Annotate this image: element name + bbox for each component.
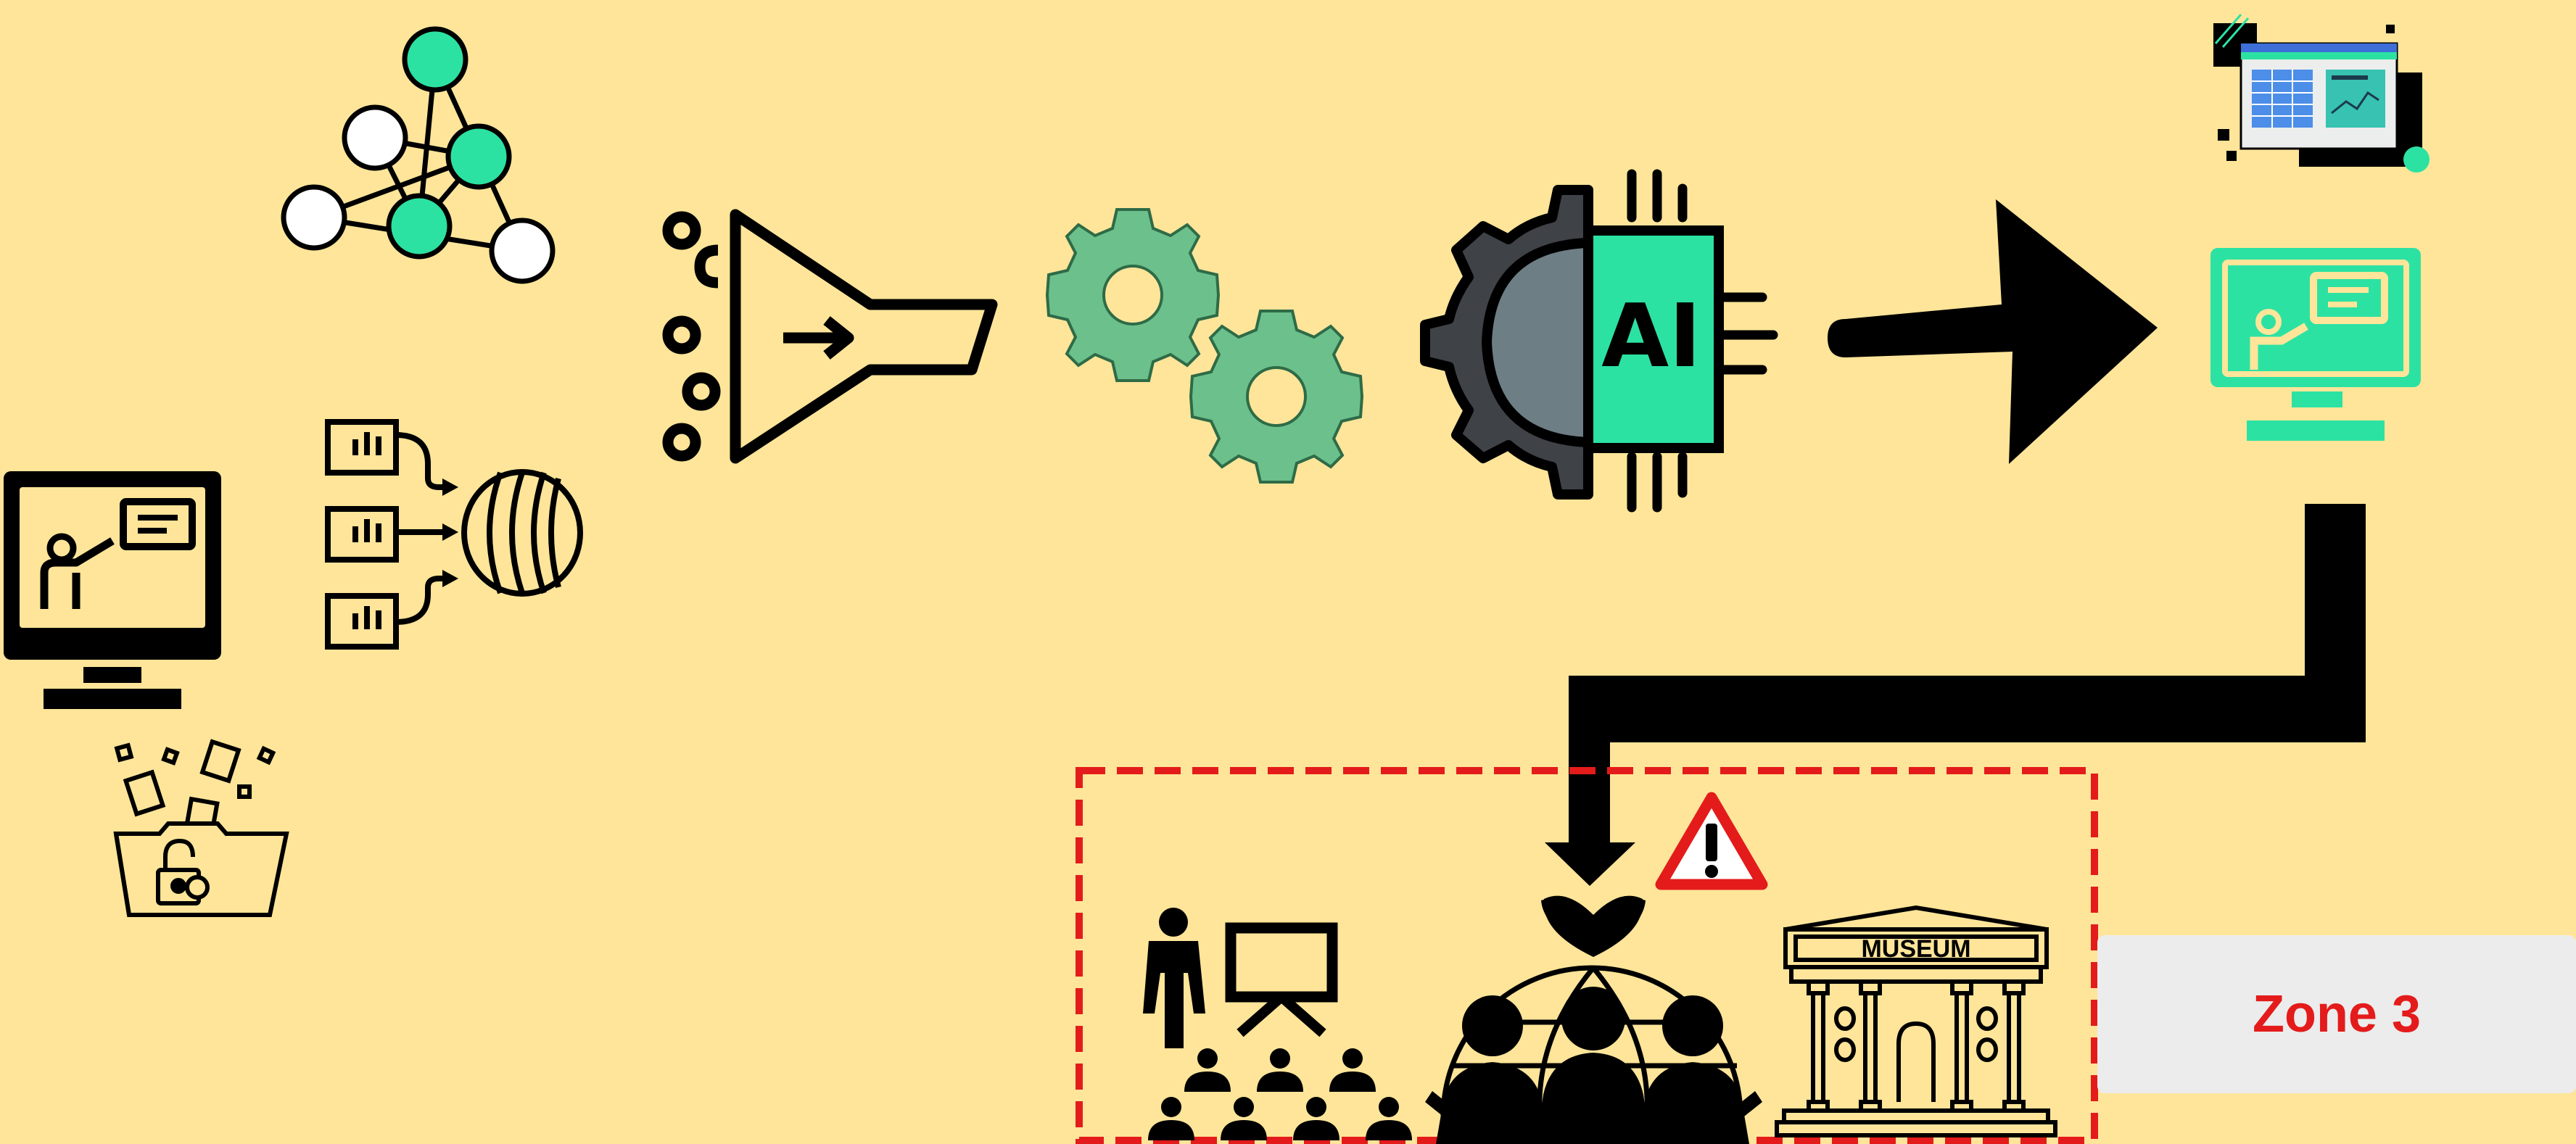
zone-3-label: Zone 3	[2253, 985, 2421, 1044]
audience-presentation-icon	[1143, 908, 1412, 1140]
ai-chip-label: AI	[1601, 286, 1701, 387]
warning-icon	[1661, 797, 1762, 884]
documents-to-database-icon	[328, 422, 580, 647]
connector-arrow-icon	[1545, 504, 2366, 886]
zone-3-label-box: Zone 3	[2097, 935, 2576, 1093]
gears-icon	[1047, 210, 1362, 482]
right-arrow-icon	[1828, 199, 2158, 464]
locked-folder-icon	[116, 742, 286, 915]
museum-sign: MUSEUM	[1861, 935, 1970, 963]
network-graph-icon	[284, 29, 553, 281]
community-globe-icon	[1425, 896, 1762, 1144]
ai-chip-icon: AI	[1425, 174, 1773, 507]
funnel-filter-icon	[668, 215, 992, 458]
presentation-monitor-icon	[4, 471, 221, 709]
dashboard-window-icon	[2213, 14, 2430, 173]
presentation-monitor-green-icon	[2210, 248, 2421, 441]
museum-icon: MUSEUM	[1777, 908, 2055, 1135]
